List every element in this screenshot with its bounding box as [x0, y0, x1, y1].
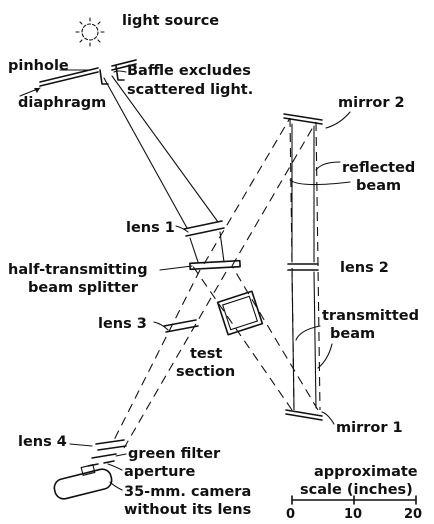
baffle-label-line2: scattered light. [127, 82, 253, 98]
beam-splitter-label-line2: beam splitter [28, 280, 139, 296]
transmitted-beam-lines [291, 123, 317, 409]
mirror-2-label: mirror 2 [338, 95, 405, 111]
lens-3 [163, 319, 199, 333]
scale-tick-10: 10 [344, 507, 362, 522]
beam-splitter-label-line1: half-transmitting [8, 262, 148, 278]
test-section [216, 290, 264, 336]
aperture-label: aperture [124, 464, 196, 480]
green-filter-label: green filter [128, 446, 221, 462]
test-section-label-line1: test [190, 346, 222, 362]
lens-4 [95, 439, 127, 451]
reflected-beam-label-line2: beam [356, 178, 401, 194]
camera-label-line2: without its lens [124, 502, 251, 518]
mirror-1 [285, 409, 323, 421]
incident-beam [103, 75, 225, 263]
transmitted-beam-label-line2: beam [330, 326, 375, 342]
lens-1-label: lens 1 [126, 220, 175, 236]
light-source-icon [75, 17, 105, 47]
reflected-beam-label-line1: reflected [342, 160, 415, 176]
green-filter [91, 453, 117, 459]
scale-bar: approximate scale (inches) 0 10 20 [286, 464, 422, 522]
diaphragm-label: diaphragm [18, 95, 106, 111]
pinhole-label: pinhole [8, 58, 69, 74]
light-source-label: light source [122, 13, 219, 29]
camera-label-line1: 35-mm. camera [124, 484, 251, 500]
scale-tick-0: 0 [286, 507, 295, 522]
test-section-label-line2: section [176, 364, 235, 380]
lens-3-label: lens 3 [98, 316, 147, 332]
lens-1 [183, 220, 225, 237]
return-beam-lines [111, 261, 319, 449]
scale-label-line1: approximate [314, 464, 418, 480]
scale-label-line2: scale (inches) [300, 482, 413, 498]
baffle-label-line1: Baffle excludes [127, 63, 251, 79]
lens-2-label: lens 2 [340, 260, 389, 276]
mirror-1-label: mirror 1 [336, 420, 403, 436]
scale-tick-20: 20 [404, 507, 422, 522]
mirror-2 [283, 113, 323, 125]
camera-icon [53, 464, 113, 500]
lens-2 [287, 263, 319, 271]
lens-4-label: lens 4 [18, 434, 67, 450]
transmitted-beam-label-line1: transmitted [322, 308, 419, 324]
